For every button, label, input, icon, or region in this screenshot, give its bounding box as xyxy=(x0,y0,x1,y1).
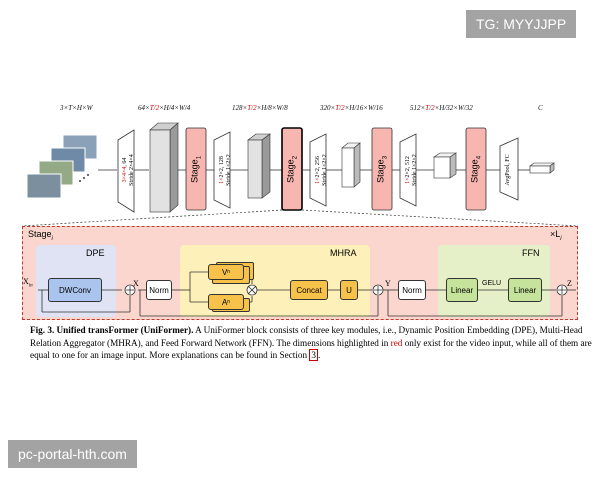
stage-block-title: Stagei xyxy=(28,229,53,242)
conv4-label: 1×2×2, 512 xyxy=(405,135,411,205)
mhra-title: MHRA xyxy=(330,248,357,258)
figure-caption: Fig. 3. Unified transFormer (UniFormer).… xyxy=(30,324,600,362)
stage1-box xyxy=(185,127,207,211)
dim2-pre: 128× xyxy=(232,104,248,112)
conv2-stride: Stride 1×2×2 xyxy=(226,154,232,186)
dim-stage4: 512×T/2×H/32×W/32 xyxy=(410,104,473,112)
gelu-label: GELU xyxy=(482,280,502,287)
caption-title: Unified transFormer (UniFormer). xyxy=(56,325,194,335)
dwconv-box: DWConv xyxy=(48,278,102,302)
conv4-stride: Stride 1×2×2 xyxy=(412,154,418,186)
caption-fig: Fig. 3. xyxy=(30,325,55,335)
caption-text3: . xyxy=(317,350,321,360)
dim-output: C xyxy=(538,104,543,112)
stage3-box xyxy=(371,127,393,211)
dpe-title: DPE xyxy=(86,248,105,258)
stage3-sub: 3 xyxy=(382,155,389,160)
conv1-label: 3×4×4, 64 xyxy=(122,135,128,205)
dim-stage2: 128×T/2×H/8×W/8 xyxy=(232,104,288,112)
input-frames xyxy=(26,134,98,199)
caption-text1: A UniFormer block consists of three key … xyxy=(30,325,583,348)
caption-text2: only exist for the video input, while al… xyxy=(30,337,592,361)
stage1-label: Stage1 xyxy=(190,143,203,195)
stage2-text: Stage xyxy=(285,159,296,183)
block-title-text: Stage xyxy=(28,229,52,239)
stage2-label: Stage2 xyxy=(286,143,299,195)
dim1-pre: 64× xyxy=(138,104,150,112)
conv1-rest: , 64 xyxy=(122,157,128,167)
conv4-rest: 2×2, 512 xyxy=(405,156,411,178)
norm2-box: Norm xyxy=(398,280,426,300)
ffn-title: FFN xyxy=(522,248,540,258)
stage1-text: Stage xyxy=(189,159,200,183)
head-label: AvgPool, FC xyxy=(505,154,511,186)
dim4-pre: 512× xyxy=(410,104,426,112)
pipeline-diagram xyxy=(21,122,579,227)
conv3-rest: 2×2, 256 xyxy=(315,156,321,178)
dim4-t: T/2 xyxy=(425,104,435,112)
concat-box: Concat xyxy=(290,280,328,300)
dim4-rest: ×H/32×W/32 xyxy=(434,104,473,112)
conv3-stride: Stride 1×2×2 xyxy=(322,154,328,186)
stage4-sub: 4 xyxy=(476,155,483,160)
dim-stage3: 320×T/2×H/16×W/16 xyxy=(320,104,383,112)
dim3-pre: 320× xyxy=(320,104,336,112)
conv3-label: 1×2×2, 256 xyxy=(315,135,321,205)
an-text: A xyxy=(221,297,228,307)
vn-text: V xyxy=(221,267,228,277)
x-in-sub: in xyxy=(28,283,33,289)
x-in-label: Xin xyxy=(23,277,33,289)
block-title-sub: i xyxy=(51,235,53,242)
input-dim: 3×T×H×W xyxy=(60,104,93,112)
u-box: U xyxy=(340,280,358,300)
conv3-red: 1× xyxy=(315,177,321,184)
stage4-text: Stage xyxy=(469,159,480,183)
conv4-red: 1× xyxy=(405,177,411,184)
conv2-label: 1×2×2, 128 xyxy=(219,135,225,205)
conv-block-1 xyxy=(117,129,135,213)
conv2-rest: 2×2, 128 xyxy=(219,156,225,178)
caption-section-link[interactable]: 3 xyxy=(309,349,318,361)
y-label: Y xyxy=(385,279,391,288)
norm1-box: Norm xyxy=(146,280,172,300)
dim2-rest: ×H/8×W/8 xyxy=(256,104,288,112)
watermark-top: TG: MYYJJPP xyxy=(466,10,577,38)
stage4-box xyxy=(465,127,487,211)
block-connections xyxy=(38,271,576,317)
z-label: Z xyxy=(567,279,572,288)
stage4-label: Stage4 xyxy=(470,143,483,195)
conv1-stride: Stride 2×4×4 xyxy=(129,154,135,186)
stage2-box xyxy=(281,127,303,211)
repeat-sub: i xyxy=(560,235,562,242)
stage2-sub: 2 xyxy=(292,155,299,160)
dim3-t: T/2 xyxy=(335,104,345,112)
dim3-rest: ×H/16×W/16 xyxy=(344,104,383,112)
stage1-sub: 1 xyxy=(196,155,203,160)
watermark-bottom: pc-portal-hth.com xyxy=(8,440,137,468)
x-label: X xyxy=(133,279,139,288)
x-in-text: X xyxy=(23,277,29,286)
an-sub: n xyxy=(227,299,231,305)
conv1-red: 3×4×4 xyxy=(122,166,128,183)
caption-red: red xyxy=(390,337,403,348)
linear2-box: Linear xyxy=(508,278,542,302)
conv2-red: 1× xyxy=(219,177,225,184)
dim1-t: T/2 xyxy=(149,104,160,112)
repeat-text: ×L xyxy=(550,229,561,239)
dim1-rest: ×H/4×W/4 xyxy=(159,104,191,112)
dim-stage1: 64×T/2×H/4×W/4 xyxy=(138,104,190,112)
dim2-t: T/2 xyxy=(247,104,257,112)
block-repeat: ×Li xyxy=(550,229,562,242)
vn-sub: n xyxy=(227,269,231,275)
linear1-box: Linear xyxy=(446,278,478,302)
stage3-label: Stage3 xyxy=(376,143,389,195)
stage3-text: Stage xyxy=(375,159,386,183)
